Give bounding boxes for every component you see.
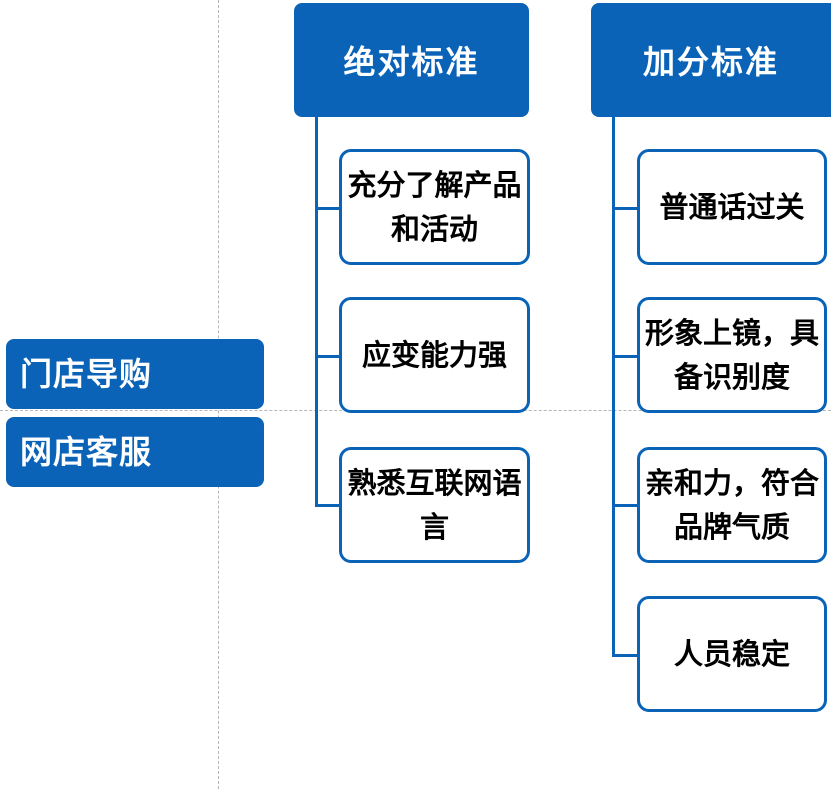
item-box: 亲和力，符合品牌气质 xyxy=(637,447,827,563)
connector-trunk-col2 xyxy=(612,117,615,657)
item-text: 应变能力强 xyxy=(361,338,507,372)
item-text: 熟悉互联网语言 xyxy=(347,466,522,544)
item-text: 普通话过关 xyxy=(659,190,805,224)
connector-trunk-col1 xyxy=(315,117,318,507)
item-text: 形象上镜，具备识别度 xyxy=(644,316,819,394)
item-box: 应变能力强 xyxy=(339,297,530,413)
item-text: 人员稳定 xyxy=(673,637,790,671)
column-header-bonus: 加分标准 xyxy=(591,3,831,117)
connector-branch xyxy=(612,355,637,358)
item-box: 普通话过关 xyxy=(637,149,827,265)
column-header-absolute: 绝对标准 xyxy=(294,3,529,117)
item-box: 人员稳定 xyxy=(637,596,827,712)
connector-branch xyxy=(315,504,339,507)
item-box: 充分了解产品和活动 xyxy=(339,149,530,265)
left-label-store-guide: 门店导购 xyxy=(6,339,264,409)
connector-branch xyxy=(612,504,637,507)
item-box: 熟悉互联网语言 xyxy=(339,447,530,563)
connector-branch xyxy=(612,207,637,210)
item-text: 充分了解产品和活动 xyxy=(347,168,522,246)
connector-branch xyxy=(612,654,637,657)
left-label-online-service: 网店客服 xyxy=(6,417,264,487)
connector-branch xyxy=(315,207,339,210)
connector-branch xyxy=(315,355,339,358)
item-text: 亲和力，符合品牌气质 xyxy=(644,466,819,544)
item-box: 形象上镜，具备识别度 xyxy=(637,297,827,413)
